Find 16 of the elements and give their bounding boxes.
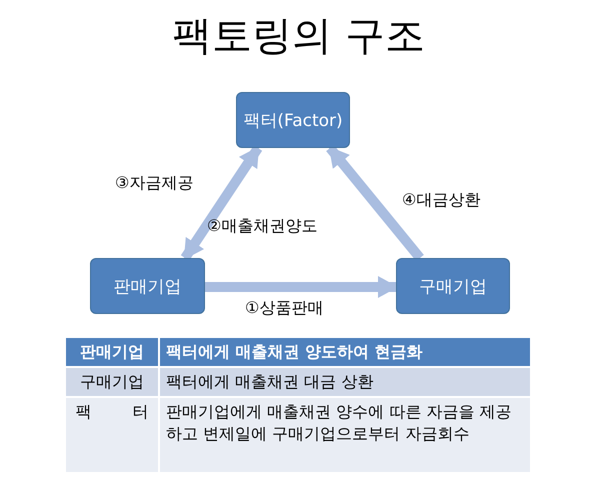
table-cell: 팩 터 [66, 398, 160, 474]
table-cell: 판매기업에게 매출채권 양수에 따른 자금을 제공하고 변제일에 구매기업으로부터 자금회수 [160, 398, 530, 474]
edge-label: ④대금상환 [402, 190, 480, 211]
table-cell: 판매기업 [66, 338, 160, 368]
table-cell: 팩터에게 매출채권 대금 상환 [160, 368, 530, 398]
arrow [180, 145, 262, 261]
process-box: 판매기업 [90, 258, 205, 314]
table-cell: 팩터에게 매출채권 양도하여 현금화 [160, 338, 530, 368]
edge-label: ②매출채권양도 [207, 216, 318, 237]
step-label: ③자금제공 [115, 173, 194, 194]
table-cell: 구매기업 [66, 368, 160, 398]
process-box: 구매기업 [396, 258, 510, 314]
title: 팩토링의 구조 [171, 12, 426, 61]
edge-label: ①상품판매 [245, 298, 324, 319]
process-box: 팩터(Factor) [236, 92, 350, 148]
arrow [205, 276, 398, 298]
